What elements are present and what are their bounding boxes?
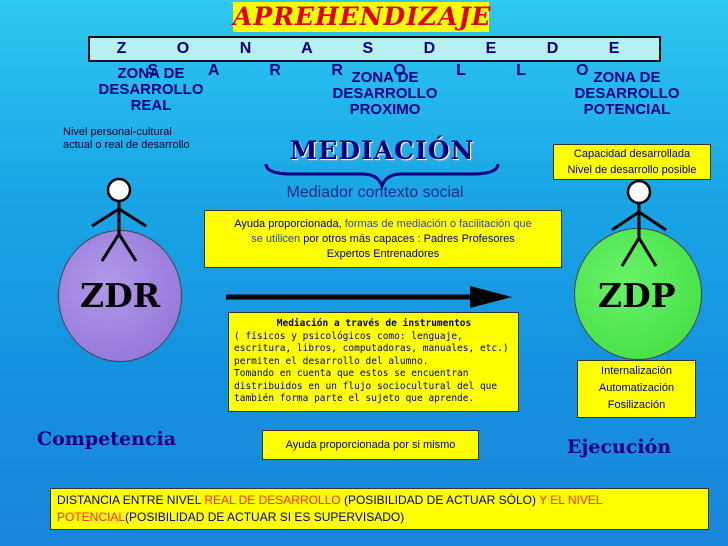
internalizacion-box: Internalización Automatización Fosilizac… bbox=[577, 360, 696, 418]
ayuda-part1: Ayuda proporcionada, bbox=[234, 218, 345, 230]
nivel-note-line2: actual o real de desarrollo bbox=[63, 139, 190, 151]
instrumentos-line: ( físicos y psicológicos como: lenguaje, bbox=[234, 330, 463, 342]
zone-potencial-line1: ZONA DE bbox=[593, 69, 661, 86]
instrumentos-line: permiten el desarrollo del alumno. bbox=[234, 355, 429, 367]
distancia-p4: Y EL NIVEL bbox=[539, 493, 603, 507]
intern-line1: Internalización bbox=[601, 365, 672, 377]
stick-figure-left-icon bbox=[91, 177, 147, 262]
capacidad-line2: Nivel de desarrollo posible bbox=[567, 164, 697, 176]
instrumentos-line: distribuidos en un flujo sociocultural d… bbox=[234, 380, 498, 392]
distancia-p1: DISTANCIA ENTRE NIVEL bbox=[57, 493, 205, 507]
zone-proximo-label: ZONA DE DESARROLLO PROXIMO bbox=[326, 70, 444, 118]
distancia-p3: (POSIBILIDAD DE ACTUAR SÓLO) bbox=[340, 493, 540, 507]
instrumentos-heading: Mediación a través de instrumentos bbox=[276, 318, 472, 329]
distancia-p5: POTENCIAL bbox=[57, 510, 126, 524]
ayuda-part4: por otros más capaces : Padres Profesore… bbox=[303, 233, 515, 245]
zone-real-line1: ZONA DE bbox=[117, 65, 185, 82]
ayuda-part2: formas de mediación o facilitación que bbox=[344, 218, 532, 230]
instrumentos-line: escritura, libros, computadoras, manuale… bbox=[234, 343, 509, 354]
ayuda-part5: Expertos Entrenadores bbox=[326, 248, 440, 260]
zone-potencial-line3: POTENCIAL bbox=[583, 101, 671, 118]
ayuda-sola-box: Ayuda proporcionada por si mismo bbox=[262, 430, 479, 460]
zdr-label: ZDR bbox=[80, 276, 161, 315]
ejecucion-label: Ejecución bbox=[567, 436, 672, 458]
instrumentos-box: Mediación a través de instrumentos ( fís… bbox=[228, 312, 519, 412]
zone-proximo-line2: DESARROLLO bbox=[332, 85, 438, 102]
right-arrow-icon bbox=[226, 286, 512, 308]
zone-real-label: ZONA DE DESARROLLO REAL bbox=[92, 66, 210, 114]
competencia-label: Competencia bbox=[37, 428, 177, 450]
nivel-note: Nivel personal-cultural actual o real de… bbox=[63, 126, 223, 152]
zone-real-line2: DESARROLLO bbox=[98, 81, 204, 98]
intern-line2: Automatización bbox=[598, 382, 675, 394]
zone-potencial-line2: DESARROLLO bbox=[574, 85, 680, 102]
curly-brace-icon bbox=[264, 163, 500, 190]
mediador-text: Mediador contexto social bbox=[286, 184, 464, 201]
instrumentos-line: también forma parte el sujeto que aprend… bbox=[234, 393, 475, 404]
instrumentos-line: Tomando en cuenta que estos se encuentra… bbox=[234, 368, 469, 379]
ayuda-part3: se utilicen bbox=[251, 233, 304, 245]
distancia-p6: (POSIBILIDAD DE ACTUAR SI ES SUPERVISADO… bbox=[125, 510, 405, 524]
diagram-title: APREHENDIZAJE bbox=[233, 2, 492, 32]
zone-proximo-line1: ZONA DE bbox=[351, 69, 419, 86]
nivel-note-line1: Nivel personal-cultural bbox=[63, 126, 172, 138]
capacidad-box: Capacidad desarrollada Nivel de desarrol… bbox=[553, 144, 711, 180]
zone-real-line3: REAL bbox=[130, 97, 172, 114]
stick-figure-right-icon bbox=[611, 179, 667, 267]
intern-line3: Fosilización bbox=[607, 399, 666, 411]
distancia-p2: REAL DE DESARROLLO bbox=[204, 493, 341, 507]
zdr-circle bbox=[58, 230, 182, 362]
ayuda-box: Ayuda proporcionada, formas de mediación… bbox=[204, 210, 562, 268]
capacidad-line1: Capacidad desarrollada bbox=[573, 148, 691, 160]
distancia-box: DISTANCIA ENTRE NIVEL REAL DE DESARROLLO… bbox=[50, 488, 709, 530]
mediacion-heading: MEDIACIÓN bbox=[289, 136, 475, 165]
zonas-banner: Z O N A S D E D E S A R R O L L O bbox=[88, 36, 661, 79]
zone-proximo-line3: PROXIMO bbox=[349, 101, 421, 118]
zdp-label: ZDP bbox=[598, 276, 676, 315]
zone-potencial-label: ZONA DE DESARROLLO POTENCIAL bbox=[565, 70, 689, 118]
